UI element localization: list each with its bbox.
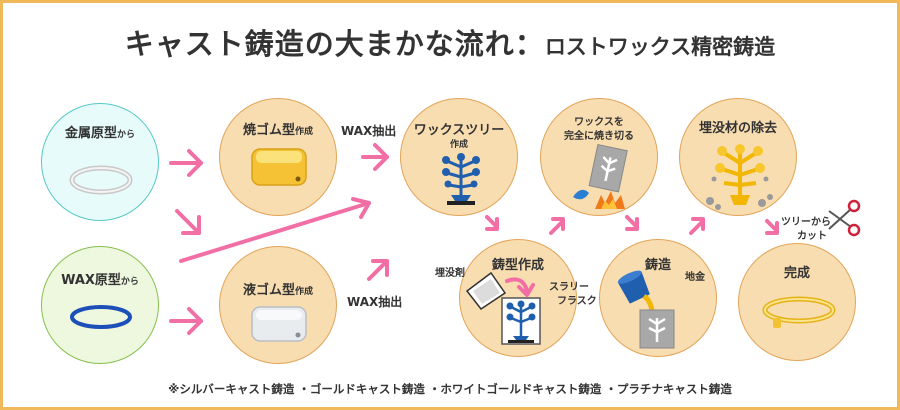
step-wax-model: WAX原型から	[41, 246, 159, 364]
page-title: キャスト鋳造の大まかな流れ：ロストワックス精密鋳造	[3, 21, 897, 63]
wax-tree-icon	[442, 153, 480, 205]
rubber-mold-white-icon	[251, 306, 307, 342]
step-vulcanized-rubber-mold: 焼ゴム型作成	[219, 98, 337, 216]
scissors-icon	[828, 199, 861, 237]
step-investment-removal-label: 埋没材の除去	[698, 121, 777, 136]
flask-label: フラスク	[557, 296, 597, 307]
investment-tray-icon	[465, 271, 507, 311]
step-wax-tree-sublabel: 作成	[449, 140, 468, 150]
investment-label: 埋没剤	[435, 268, 465, 279]
metal-label: 地金	[685, 272, 705, 283]
arrow-tree-to-mold	[485, 215, 499, 231]
arrow-wax-model-to-tree	[179, 197, 371, 263]
ring-blue-icon	[70, 305, 132, 329]
step-mold-making: 鋳型作成	[459, 239, 577, 357]
arrow-vulcanized-to-tree	[361, 143, 389, 171]
gold-tree-icon	[706, 144, 773, 210]
arrow-metal-to-vulcanized	[169, 149, 203, 177]
step-metal-model: 金属原型から	[41, 103, 159, 221]
step-finish: 完成	[738, 243, 856, 361]
step-wax-tree-label: ワックスツリー	[413, 123, 505, 138]
ring-silver-icon	[69, 165, 133, 195]
title-sub: ロストワックス精密鋳造	[544, 35, 776, 59]
cut-label-2: カット	[797, 231, 827, 242]
step-finish-label: 完成	[783, 266, 810, 281]
title-main: キャスト鋳造の大まかな流れ：	[124, 27, 545, 61]
wax-inject-label-bottom: WAX抽出	[347, 295, 403, 309]
flask-tree-icon	[501, 297, 541, 345]
arrow-burnout-to-casting	[625, 215, 639, 231]
arrow-curved-pour	[505, 277, 529, 293]
arrow-liquid-to-tree	[367, 259, 389, 281]
step-mold-making-label: 鋳型作成	[491, 258, 544, 273]
step-wax-model-label: WAX原型から	[61, 273, 139, 288]
step-vulcanized-rubber-mold-label: 焼ゴム型作成	[242, 123, 314, 138]
step-casting: 鋳造	[599, 239, 717, 357]
gold-ring-icon	[762, 296, 836, 328]
step-burnout: ワックスを 完全に焼き切る	[540, 98, 658, 216]
arrow-metal-to-liquid	[175, 209, 201, 235]
arrow-removal-to-finish	[765, 219, 779, 235]
arrow-mold-to-burnout	[549, 217, 565, 235]
rubber-mold-yellow-icon	[251, 148, 307, 186]
step-burnout-label-1: ワックスを	[574, 117, 624, 128]
step-metal-model-label: 金属原型から	[64, 126, 136, 141]
step-wax-tree: ワックスツリー 作成	[400, 98, 518, 216]
wax-inject-label-top: WAX抽出	[341, 124, 397, 138]
slurry-label: スラリー	[549, 282, 589, 293]
cut-label-1: ツリーから	[781, 217, 831, 228]
arrows-layer	[169, 143, 861, 335]
pour-flask-icon	[617, 270, 675, 349]
step-burnout-label-2: 完全に焼き切る	[564, 131, 634, 142]
burnout-flask-icon	[573, 143, 628, 209]
step-liquid-rubber-mold-label: 液ゴム型作成	[242, 283, 314, 298]
step-casting-label: 鋳造	[644, 258, 671, 273]
footnote: ※シルバーキャスト鋳造 ・ゴールドキャスト鋳造 ・ホワイトゴールドキャスト鋳造 …	[168, 382, 732, 396]
arrow-casting-to-removal	[689, 217, 705, 235]
step-investment-removal: 埋没材の除去	[679, 98, 797, 216]
arrow-wax-model-to-liquid	[169, 307, 203, 335]
step-liquid-rubber-mold: 液ゴム型作成	[219, 246, 337, 364]
arrow-curved-pour-head	[517, 283, 535, 297]
